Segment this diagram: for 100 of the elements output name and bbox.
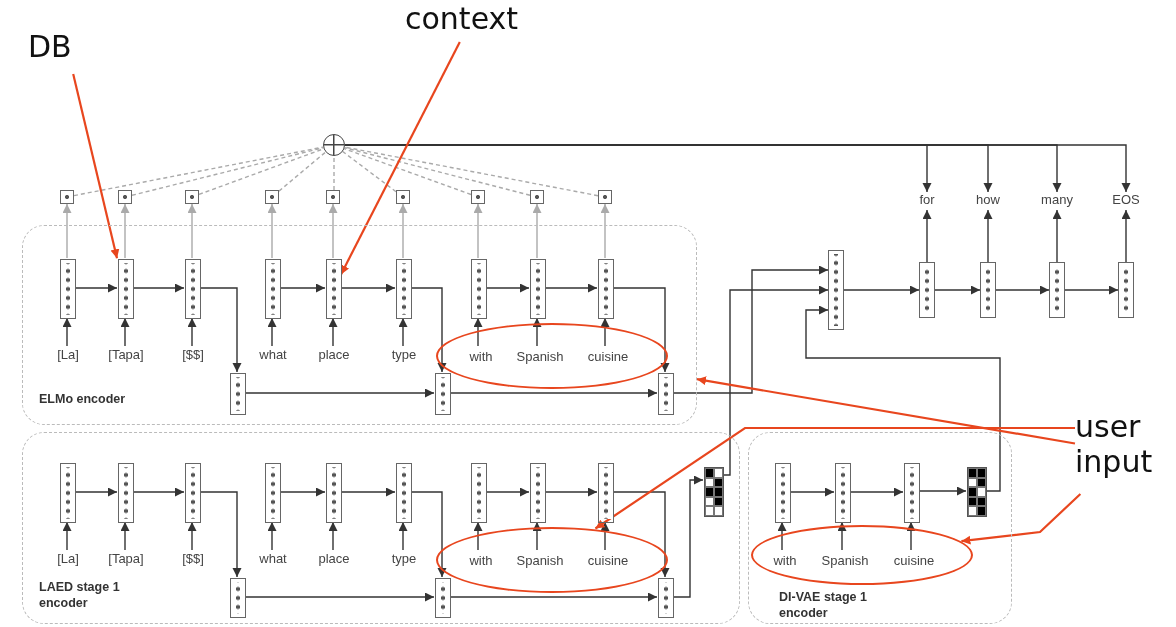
- vector-cell: [60, 259, 76, 319]
- vector-cell: [265, 259, 281, 319]
- arrow: [1121, 209, 1131, 263]
- word-label: [La]: [38, 551, 98, 569]
- vector-cell: [265, 463, 281, 523]
- vector-cell: [230, 373, 246, 415]
- sum-circle: [323, 134, 345, 156]
- arrow: [532, 521, 542, 551]
- arrow: [199, 491, 242, 578]
- word-label: cuisine: [578, 553, 638, 571]
- arrow: [696, 376, 1076, 445]
- annotation-label: DB: [28, 30, 108, 74]
- arrow: [398, 203, 408, 259]
- vector-cell: [904, 463, 920, 523]
- arrow: [340, 283, 396, 293]
- vector-cell: [185, 190, 199, 204]
- arrow: [74, 283, 118, 293]
- arrow: [120, 317, 130, 347]
- word-label: [Tapa]: [96, 551, 156, 569]
- arrow: [934, 285, 981, 295]
- arrow: [62, 521, 72, 551]
- vector-cell: [118, 463, 134, 523]
- word-label: what: [243, 551, 303, 569]
- annotation-label: user input: [1075, 410, 1175, 494]
- vector-cell: [658, 373, 674, 415]
- word-label: [Tapa]: [96, 347, 156, 365]
- arrow: [132, 283, 185, 293]
- word-label: with: [451, 553, 511, 571]
- arrow: [918, 486, 967, 496]
- arrow: [449, 592, 658, 602]
- arrow: [600, 317, 610, 347]
- arrow: [132, 487, 185, 497]
- arrow: [398, 521, 408, 551]
- arrow: [843, 285, 920, 295]
- word-label: Spanish: [510, 349, 570, 367]
- arrow: [120, 203, 130, 259]
- vector-cell: [118, 190, 132, 204]
- vector-cell: [471, 259, 487, 319]
- arrow: [244, 388, 435, 398]
- vector-cell: [835, 463, 851, 523]
- word-label: cuisine: [884, 553, 944, 571]
- word-label: [$$]: [163, 347, 223, 365]
- arrow: [199, 287, 242, 373]
- arrow: [62, 317, 72, 347]
- word-label: with: [451, 349, 511, 367]
- arrow: [612, 491, 670, 578]
- arrow: [62, 203, 72, 259]
- arrow: [485, 487, 530, 497]
- arrow: [187, 521, 197, 551]
- vector-cell: [265, 190, 279, 204]
- arrow: [612, 287, 670, 373]
- arrow: [449, 388, 658, 398]
- vector-cell: [185, 463, 201, 523]
- arrow: [267, 203, 277, 259]
- word-label: for: [912, 192, 942, 210]
- arrow: [398, 317, 408, 347]
- vector-cell: [530, 259, 546, 319]
- arrow: [328, 203, 338, 259]
- arrow: [672, 265, 829, 394]
- arrow: [187, 317, 197, 347]
- vector-cell: [658, 578, 674, 618]
- arrow: [473, 317, 483, 347]
- arrow: [473, 203, 483, 259]
- arrow: [340, 41, 461, 275]
- word-label: type: [374, 347, 434, 365]
- arrow: [1052, 209, 1062, 263]
- arrow: [600, 521, 610, 551]
- word-label: many: [1035, 192, 1079, 210]
- group-title: ELMo encoder: [39, 391, 127, 408]
- arrow: [961, 493, 1082, 545]
- arrow: [544, 283, 598, 293]
- latent-code-grid: [967, 467, 987, 517]
- vector-cell: [775, 463, 791, 523]
- word-label: EOS: [1106, 192, 1146, 210]
- vector-cell: [435, 373, 451, 415]
- arrow: [544, 487, 598, 497]
- vector-cell: [471, 463, 487, 523]
- word-label: with: [755, 553, 815, 571]
- vector-cell: [530, 463, 546, 523]
- arrow: [1064, 285, 1119, 295]
- vector-cell: [230, 578, 246, 618]
- arrow: [532, 203, 542, 259]
- vector-cell: [1049, 262, 1065, 318]
- arrow: [120, 521, 130, 551]
- group-title: DI-VAE stage 1 encoder: [779, 589, 868, 622]
- connector-line: [344, 147, 531, 196]
- arrow: [906, 521, 916, 551]
- arrow: [410, 287, 447, 373]
- word-label: place: [304, 551, 364, 569]
- word-label: what: [243, 347, 303, 365]
- vector-cell: [185, 259, 201, 319]
- arrow: [532, 317, 542, 347]
- word-label: Spanish: [510, 553, 570, 571]
- vector-cell: [828, 250, 844, 330]
- vector-cell: [980, 262, 996, 318]
- arrow: [922, 209, 932, 263]
- arrow: [244, 592, 435, 602]
- vector-cell: [530, 190, 544, 204]
- word-label: how: [971, 192, 1005, 210]
- arrow: [473, 521, 483, 551]
